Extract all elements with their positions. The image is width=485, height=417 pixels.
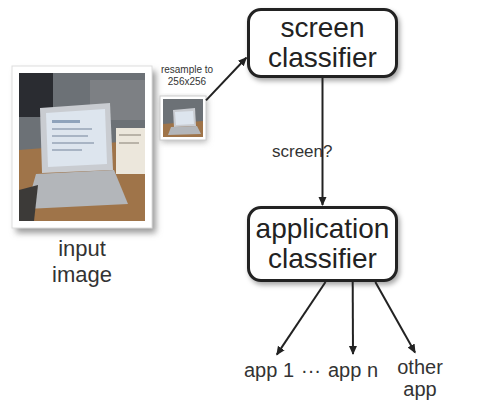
process-box: application classifier <box>247 206 398 282</box>
photo-shadow <box>16 71 156 233</box>
thumbnail-shadow <box>161 98 207 142</box>
node-text-group: resample to 256x256 <box>154 64 220 88</box>
node-label: app n <box>324 358 382 382</box>
node-text-group: input image <box>40 236 124 288</box>
flow-arrow <box>352 282 354 354</box>
flow-arrow <box>375 282 415 353</box>
thumbnail-frame <box>160 96 206 140</box>
node-text-group: other app <box>394 356 446 400</box>
node-label: input image <box>40 236 124 288</box>
node-text-group: app n <box>324 358 382 382</box>
input-image: input image <box>12 66 152 292</box>
flow-arrow <box>206 58 246 101</box>
process-box: screen classifier <box>247 8 398 78</box>
node-label: resample to 256x256 <box>154 64 220 88</box>
node-label: application classifier <box>253 214 392 274</box>
node-label: other app <box>394 356 446 400</box>
node-label: app 1 <box>241 358 297 382</box>
node-label: screen classifier <box>253 13 392 73</box>
thumbnail-scene <box>163 99 203 137</box>
output-class: app n <box>324 358 382 384</box>
photo-scene <box>19 73 145 221</box>
flow-arrow <box>277 282 326 355</box>
node-text-group: application classifier <box>253 214 392 274</box>
output-class: app 1 <box>241 358 297 384</box>
photo-frame <box>12 66 152 228</box>
ellipsis-label: ··· <box>298 358 324 382</box>
resampled-thumbnail: resample to 256x256 <box>160 96 206 140</box>
flow-arrow <box>322 78 324 205</box>
output-class: other app <box>390 356 450 406</box>
node-text-group: screen classifier <box>253 13 392 73</box>
node-text-group: app 1 <box>241 358 297 382</box>
